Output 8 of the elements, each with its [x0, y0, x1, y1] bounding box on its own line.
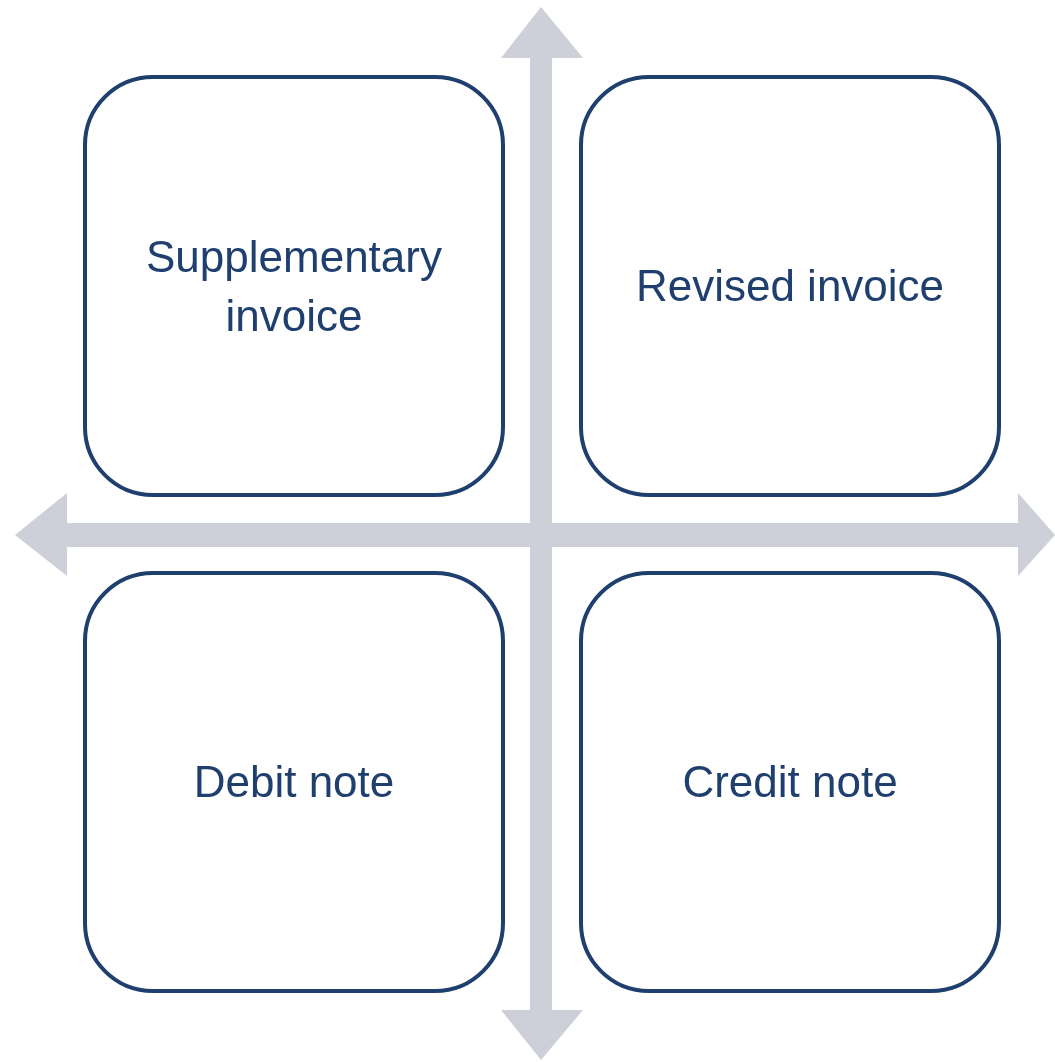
box-label: Credit note	[681, 756, 899, 809]
rounded-box	[579, 571, 1001, 993]
rounded-box	[83, 571, 505, 993]
box-label: Supplementary invoice	[145, 230, 443, 342]
rounded-box	[579, 75, 1001, 497]
rounded-box	[83, 75, 505, 497]
box-label: Debit note	[192, 756, 396, 809]
box-label: Revised invoice	[634, 260, 946, 313]
